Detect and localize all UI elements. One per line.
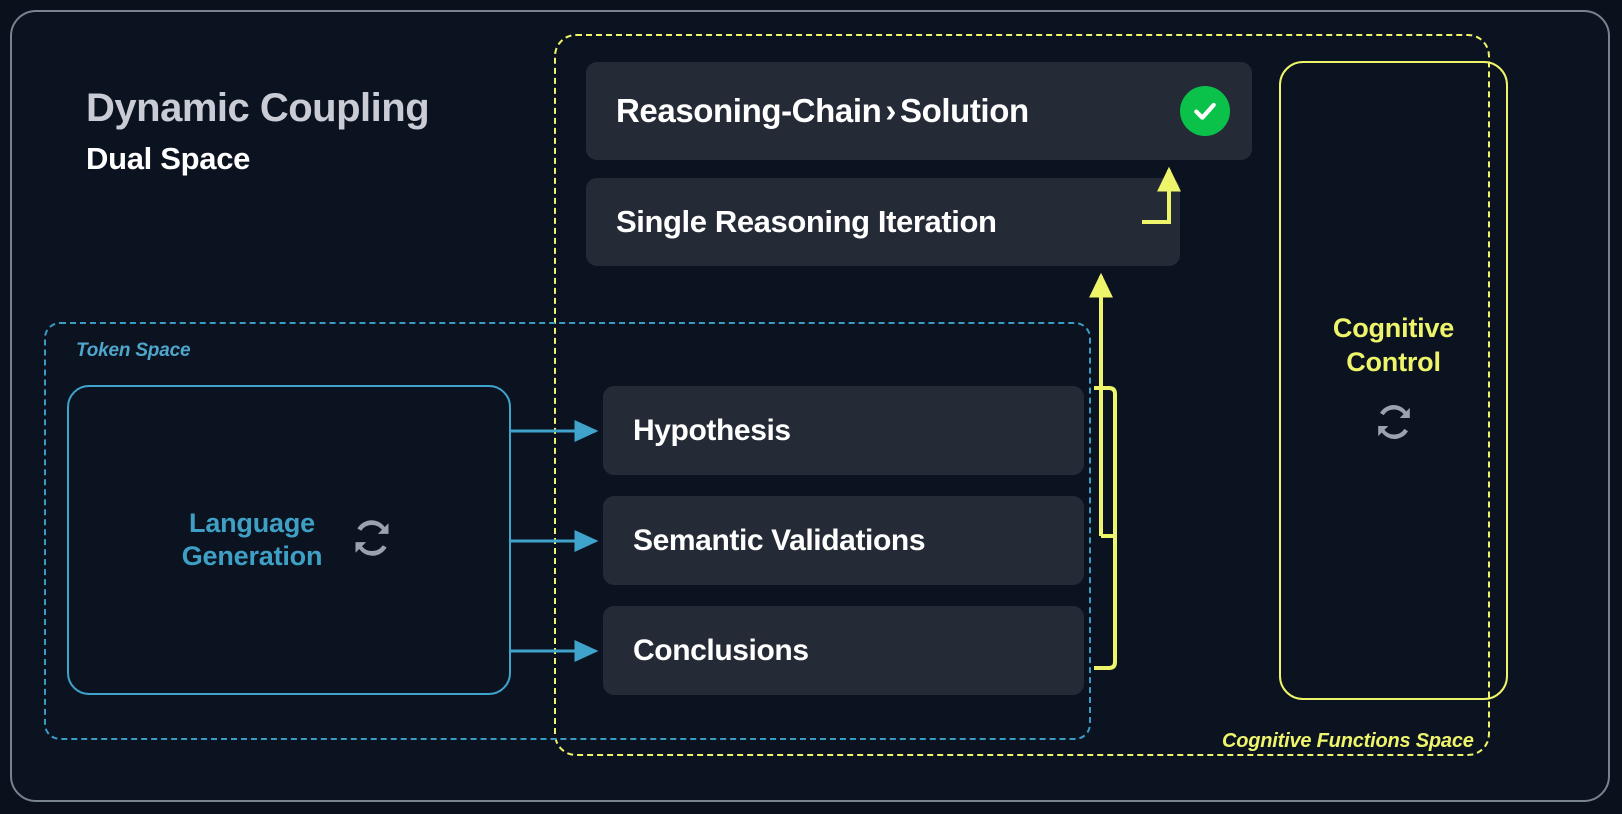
card-conclusions-label: Conclusions: [633, 633, 809, 667]
token-space-label: Token Space: [76, 340, 191, 361]
chevron-right-icon: ›: [885, 92, 896, 129]
language-generation-label: Language Generation: [182, 507, 323, 574]
title-main: Dynamic Coupling: [86, 86, 430, 130]
check-circle-icon: [1180, 86, 1230, 136]
cognitive-functions-space-region: [554, 34, 1490, 756]
solution-text-left: Reasoning-Chain: [616, 92, 882, 129]
token-space-region: [44, 322, 1091, 740]
card-semantic-validations-label: Semantic Validations: [633, 523, 926, 557]
card-semantic-validations[interactable]: Semantic Validations: [603, 496, 1084, 585]
page-title: Dynamic Coupling Dual Space: [86, 86, 430, 177]
cognitive-control-label: Cognitive Control: [1333, 311, 1454, 379]
language-generation-box[interactable]: Language Generation: [67, 385, 511, 695]
card-hypothesis-label: Hypothesis: [633, 413, 791, 447]
cognitive-functions-space-label: Cognitive Functions Space: [1222, 730, 1474, 752]
cognitive-control-line1: Cognitive: [1332, 312, 1455, 343]
title-subtitle: Dual Space: [86, 140, 251, 176]
card-single-reasoning-iteration[interactable]: Single Reasoning Iteration: [586, 178, 1180, 266]
sync-icon: [1371, 399, 1417, 450]
card-conclusions[interactable]: Conclusions: [603, 606, 1084, 695]
card-hypothesis[interactable]: Hypothesis: [603, 386, 1084, 475]
sync-icon: [348, 514, 396, 567]
card-reasoning-chain-solution-label: Reasoning-Chain›Solution: [616, 92, 1029, 130]
card-reasoning-chain-solution[interactable]: Reasoning-Chain›Solution: [586, 62, 1252, 160]
cognitive-control-panel[interactable]: Cognitive Control: [1279, 61, 1508, 700]
solution-text-right: Solution: [899, 92, 1029, 129]
language-generation-line2: Generation: [181, 541, 323, 571]
card-single-reasoning-iteration-label: Single Reasoning Iteration: [616, 204, 997, 239]
cognitive-control-line2: Control: [1346, 347, 1441, 377]
language-generation-line1: Language: [189, 507, 315, 538]
